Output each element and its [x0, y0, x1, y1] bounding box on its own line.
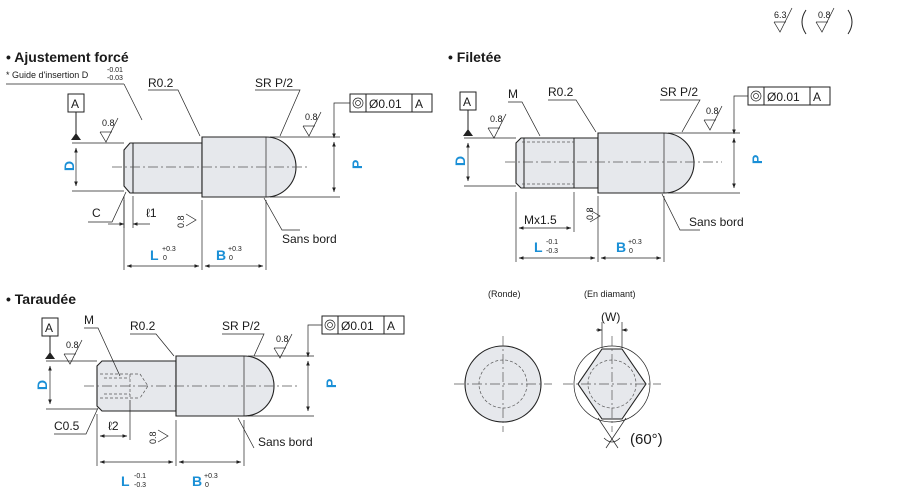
tapped-sr: SR P/2 [222, 319, 260, 333]
fit-l-label: L [150, 247, 159, 263]
fit-datum: A [71, 97, 79, 111]
fit-l-tol-up: +0.3 [162, 246, 176, 253]
thread-pin-shaft [515, 137, 599, 189]
thread-pin-head [597, 132, 695, 194]
diamond-w-label: (W) [601, 310, 620, 324]
tapped-panel: • Taraudée A D M 0.8 R0.2 SR P/2 0.8 [6, 291, 405, 489]
tapped-p-label: P [323, 379, 339, 388]
tapped-rough-bottom: 0.8 [148, 431, 158, 444]
fit-l-tol-lo: 0 [163, 255, 167, 262]
fit-chamfer: C [92, 206, 101, 220]
fit-pin-shaft [123, 142, 203, 194]
diamond-head-label: (En diamant) [584, 289, 636, 299]
fit-coax-ref: A [415, 97, 423, 111]
thread-l-tol-lo: -0.3 [546, 248, 558, 255]
fit-l1: ℓ1 [146, 206, 157, 220]
thread-l-label: L [534, 239, 543, 255]
fit-note: * Guide d'insertion D [6, 70, 89, 80]
tapped-head-rough: 0.8 [276, 334, 289, 344]
tapped-d-label: D [34, 380, 50, 390]
round-head-label: (Ronde) [488, 289, 521, 299]
fit-shaft-rough: 0.8 [102, 118, 115, 128]
head-shapes: (Ronde) (En diamant) (W) (60°) [454, 289, 663, 449]
thread-sr: SR P/2 [660, 85, 698, 99]
thread-l-tol-up: -0.1 [546, 239, 558, 246]
thread-no-edge: Sans bord [689, 215, 744, 229]
tapped-m: M [84, 313, 94, 327]
thread-b-tol-up: +0.3 [628, 239, 642, 246]
thread-m: M [508, 87, 518, 101]
tapped-b-label: B [192, 473, 202, 489]
roughness-value-1: 6.3 [774, 10, 787, 20]
fit-rough-bottom: 0.8 [176, 215, 186, 228]
fit-sr: SR P/2 [255, 76, 293, 90]
fit-b-tol-lo: 0 [229, 255, 233, 262]
thread-title: • Filetée [448, 49, 501, 65]
tapped-shaft-rough: 0.8 [66, 340, 79, 350]
fit-d-label: D [61, 161, 77, 171]
thread-panel: • Filetée A D M 0.8 R0.2 SR P/2 0.8 [448, 49, 831, 262]
thread-coax-ref: A [813, 90, 821, 104]
tapped-radius: R0.2 [130, 319, 156, 333]
fit-no-edge: Sans bord [282, 232, 337, 246]
fit-title: • Ajustement forcé [6, 49, 129, 65]
thread-d-label: D [452, 156, 468, 166]
thread-radius: R0.2 [548, 85, 574, 99]
thread-datum: A [463, 95, 471, 109]
tapped-coax: Ø0.01 [341, 319, 374, 333]
thread-shaft-rough: 0.8 [490, 114, 503, 124]
fit-radius: R0.2 [148, 76, 174, 90]
thread-b-label: B [616, 239, 626, 255]
tapped-l-tol-lo: -0.3 [134, 482, 146, 489]
tapped-coax-ref: A [387, 319, 395, 333]
tapped-datum: A [45, 321, 53, 335]
tapped-l-tol-up: -0.1 [134, 473, 146, 480]
fit-head-rough: 0.8 [305, 112, 318, 122]
tapped-title: • Taraudée [6, 291, 76, 307]
tapped-l2: ℓ2 [108, 419, 119, 433]
thread-p-label: P [749, 155, 765, 164]
thread-head-rough: 0.8 [706, 106, 719, 116]
tapped-b-tol-lo: 0 [205, 482, 209, 489]
fit-p-label: P [349, 160, 365, 169]
fit-b-tol-up: +0.3 [228, 246, 242, 253]
tapped-b-tol-up: +0.3 [204, 473, 218, 480]
tapped-l-label: L [121, 473, 130, 489]
fit-panel: • Ajustement forcé * Guide d'insertion D… [6, 49, 433, 270]
fit-note-tol-lo: -0.03 [107, 75, 123, 82]
surface-finish-general: 6.3 0.8 [773, 7, 853, 35]
tapped-chamfer: C0.5 [54, 419, 80, 433]
thread-mx: Mx1.5 [524, 213, 557, 227]
fit-coax: Ø0.01 [369, 97, 402, 111]
fit-note-tol-up: -0.01 [107, 67, 123, 74]
tapped-no-edge: Sans bord [258, 435, 313, 449]
thread-coax: Ø0.01 [767, 90, 800, 104]
thread-rough-bottom: 0.8 [585, 207, 595, 220]
fit-pin-head [201, 136, 297, 198]
thread-b-tol-lo: 0 [629, 248, 633, 255]
roughness-value-2: 0.8 [818, 10, 831, 20]
fit-b-label: B [216, 247, 226, 263]
diamond-angle-label: (60°) [630, 431, 663, 448]
